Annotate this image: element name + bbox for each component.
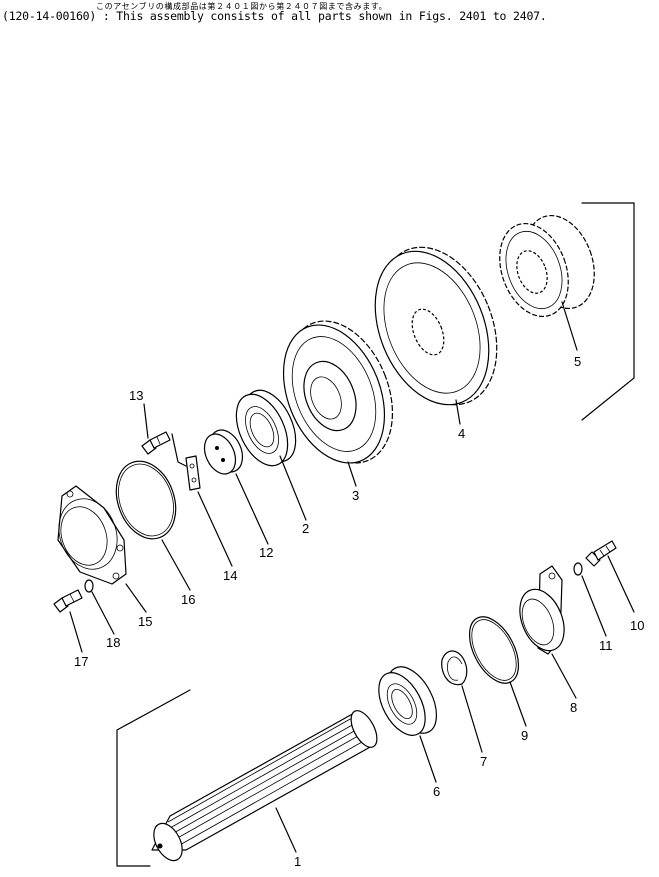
- part-5-gear: [499, 214, 595, 318]
- callout-labels: 1 2 3 4 5 6 7 8 9 10 11 12 13 14 15 16 1…: [74, 354, 644, 869]
- part-17-bolt: [53, 589, 83, 613]
- part-14-lock-plate: [171, 433, 201, 491]
- callout-18: 18: [106, 635, 120, 650]
- part-12-plate: [203, 429, 244, 475]
- callout-9: 9: [521, 728, 528, 743]
- callout-12: 12: [259, 545, 273, 560]
- part-11-washer: [573, 562, 583, 576]
- part-1-splined-shaft: [151, 710, 378, 862]
- header-note-japanese: このアセンブリの構成部品は第２４０１図から第２４０７図まで含みます。: [96, 2, 388, 11]
- part-3-gear: [282, 320, 394, 464]
- assembly-bracket-upper: [581, 202, 635, 421]
- callout-13: 13: [129, 388, 143, 403]
- callout-17: 17: [74, 654, 88, 669]
- assembly-bracket-lower: [116, 689, 191, 867]
- part-4-gear: [374, 246, 498, 406]
- part-10-bolt: [585, 540, 617, 567]
- part-15-cover: [57, 485, 127, 585]
- callout-2: 2: [302, 521, 309, 536]
- callout-1: 1: [294, 854, 301, 869]
- part-6-bearing: [378, 666, 438, 736]
- leader-lines: [69, 301, 635, 853]
- callout-3: 3: [352, 488, 359, 503]
- callout-16: 16: [181, 592, 195, 607]
- callout-15: 15: [138, 614, 152, 629]
- callout-4: 4: [458, 426, 465, 441]
- part-9-o-ring: [468, 616, 520, 684]
- part-7-snap-ring: [441, 650, 468, 686]
- part-8-retainer: [519, 565, 565, 655]
- part-13-bolt: [141, 431, 171, 455]
- header-note-english: (120-14-00160) : This assembly consists …: [2, 9, 547, 23]
- part-18-washer: [84, 579, 94, 593]
- callout-6: 6: [433, 784, 440, 799]
- callout-8: 8: [570, 700, 577, 715]
- part-2-bearing: [235, 389, 297, 467]
- callout-5: 5: [574, 354, 581, 369]
- callout-10: 10: [630, 618, 644, 633]
- callout-7: 7: [480, 754, 487, 769]
- callout-11: 11: [599, 638, 613, 653]
- callout-14: 14: [223, 568, 237, 583]
- part-16-o-ring: [115, 460, 177, 540]
